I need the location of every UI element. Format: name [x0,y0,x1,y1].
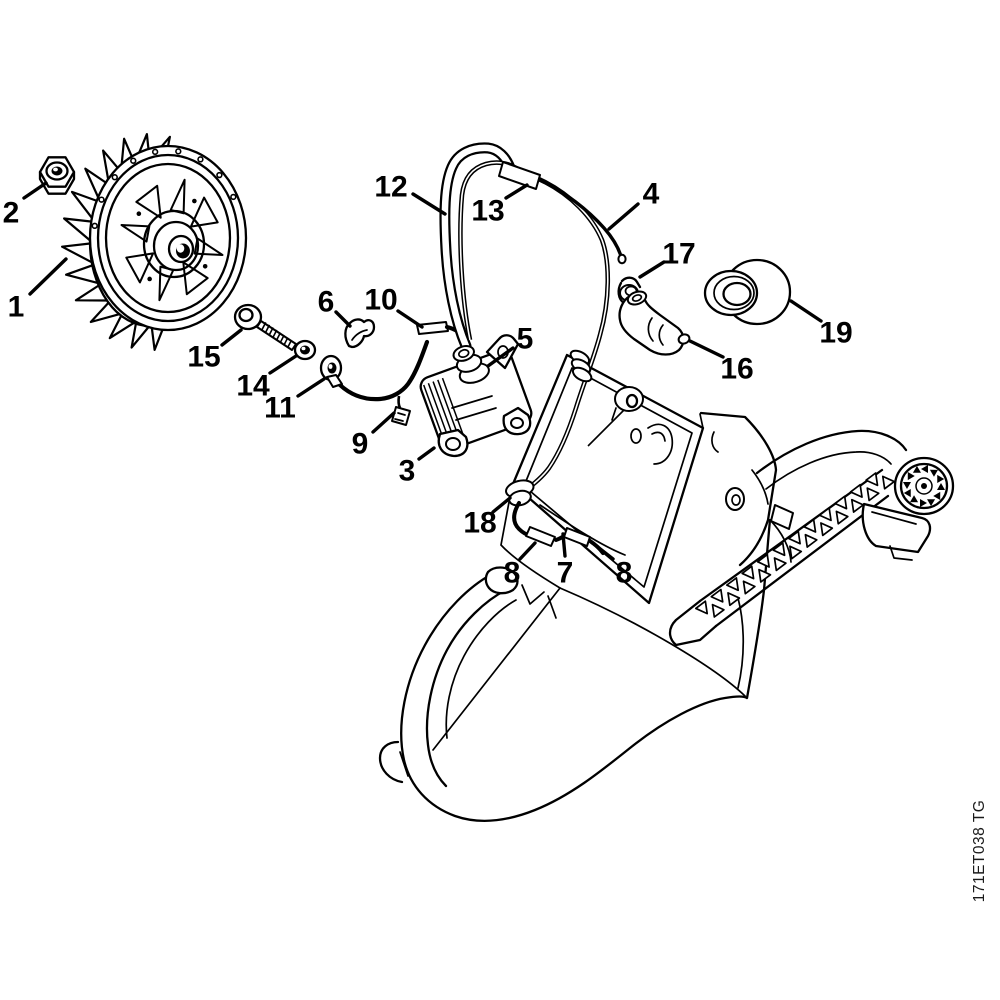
callout-leader-6 [334,310,352,328]
grommet-illustration [703,258,792,326]
callout-leader-18 [491,496,512,514]
figure-code: 171ET038 TG [971,800,988,903]
callout-4: 4 [643,178,660,211]
callout-10: 10 [364,284,397,317]
callout-leader-10 [396,309,424,329]
callout-7: 7 [557,557,574,590]
callout-16: 16 [720,353,753,386]
callout-5: 5 [517,323,534,356]
callout-8: 8 [504,557,521,590]
callout-leader-11 [296,377,326,398]
callout-leader-15 [220,328,243,347]
callout-leader-8 [518,541,537,561]
callout-leader-13 [504,183,529,200]
callout-8: 8 [616,557,633,590]
ignition-module-illustration [419,334,533,458]
callout-17: 17 [662,238,695,271]
wiring-harness-illustration [439,142,627,555]
callout-leader-5 [486,346,515,368]
callout-18: 18 [463,507,496,540]
callout-1: 1 [8,291,25,324]
callout-leader-16 [688,339,725,359]
flywheel-illustration [60,133,248,351]
callout-13: 13 [471,195,504,228]
callout-leader-3 [417,446,436,461]
callout-14: 14 [236,370,270,403]
callout-3: 3 [399,455,416,488]
callout-leader-2 [22,181,48,200]
callout-2: 2 [3,197,20,230]
callout-12: 12 [374,171,407,204]
ground-wire-illustration [319,321,469,426]
callout-19: 19 [819,317,852,350]
callout-9: 9 [352,428,369,461]
callout-15: 15 [187,341,220,374]
flywheel-nut-illustration [38,156,76,195]
callout-leader-19 [789,299,823,323]
callout-leader-8 [588,539,615,561]
callout-11: 11 [264,392,296,425]
callout-leader-4 [607,202,640,231]
elbow-boot-illustration [618,290,691,356]
washer-illustration [293,339,317,361]
callout-leader-14 [268,354,298,375]
callout-6: 6 [318,286,335,319]
callout-leader-1 [28,257,68,296]
screw-illustration [233,303,297,351]
callout-leader-7 [561,532,567,558]
callout-leader-12 [411,192,447,216]
callout-leader-9 [371,411,396,434]
tank-housing-illustration [378,353,955,822]
callout-leader-17 [638,260,666,279]
